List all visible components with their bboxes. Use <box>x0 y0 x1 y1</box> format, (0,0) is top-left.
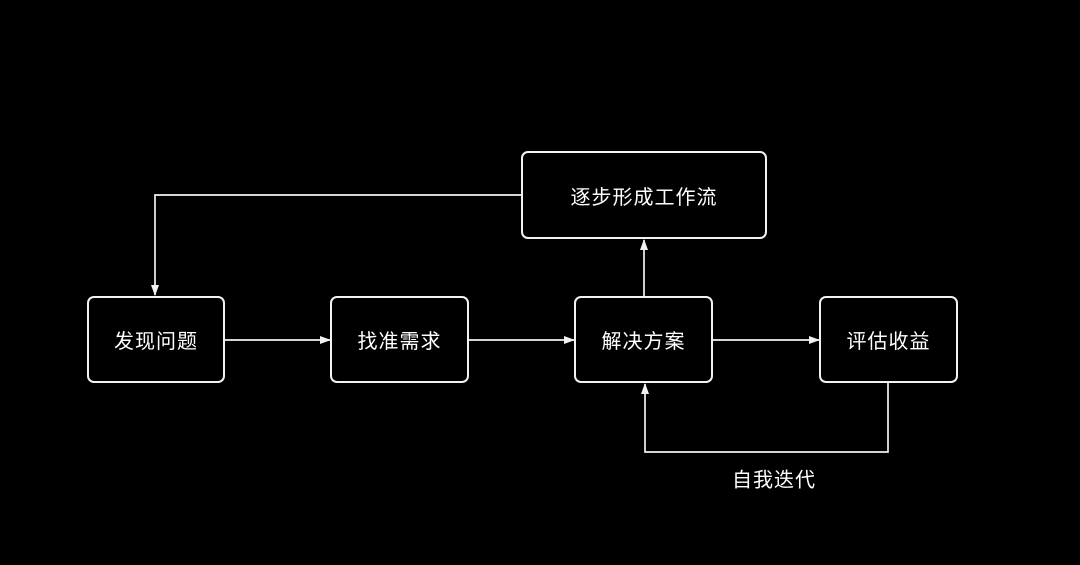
edge-label-evaluate-to-solution: 自我迭代 <box>732 469 816 492</box>
flowchart-node-evaluate-benefit: 评估收益 <box>819 296 958 383</box>
flowchart-node-identify-need: 找准需求 <box>330 296 469 383</box>
edges-group <box>151 194 889 453</box>
flowchart-node-label-evaluate-benefit: 评估收益 <box>846 331 931 353</box>
flowchart-node-label-solution: 解决方案 <box>601 331 686 353</box>
flowchart-edge-evaluate-to-solution <box>641 383 889 453</box>
flowchart-edge-workflow-to-discover <box>151 194 521 296</box>
flowchart-node-solution: 解决方案 <box>574 296 713 383</box>
flowchart-node-form-workflow: 逐步形成工作流 <box>521 151 767 239</box>
flowchart-node-label-identify-need: 找准需求 <box>357 331 442 353</box>
flowchart-node-discover-problem: 发现问题 <box>87 296 225 383</box>
flowchart-node-label-discover-problem: 发现问题 <box>114 331 198 353</box>
flowchart-node-label-form-workflow: 逐步形成工作流 <box>570 186 718 209</box>
